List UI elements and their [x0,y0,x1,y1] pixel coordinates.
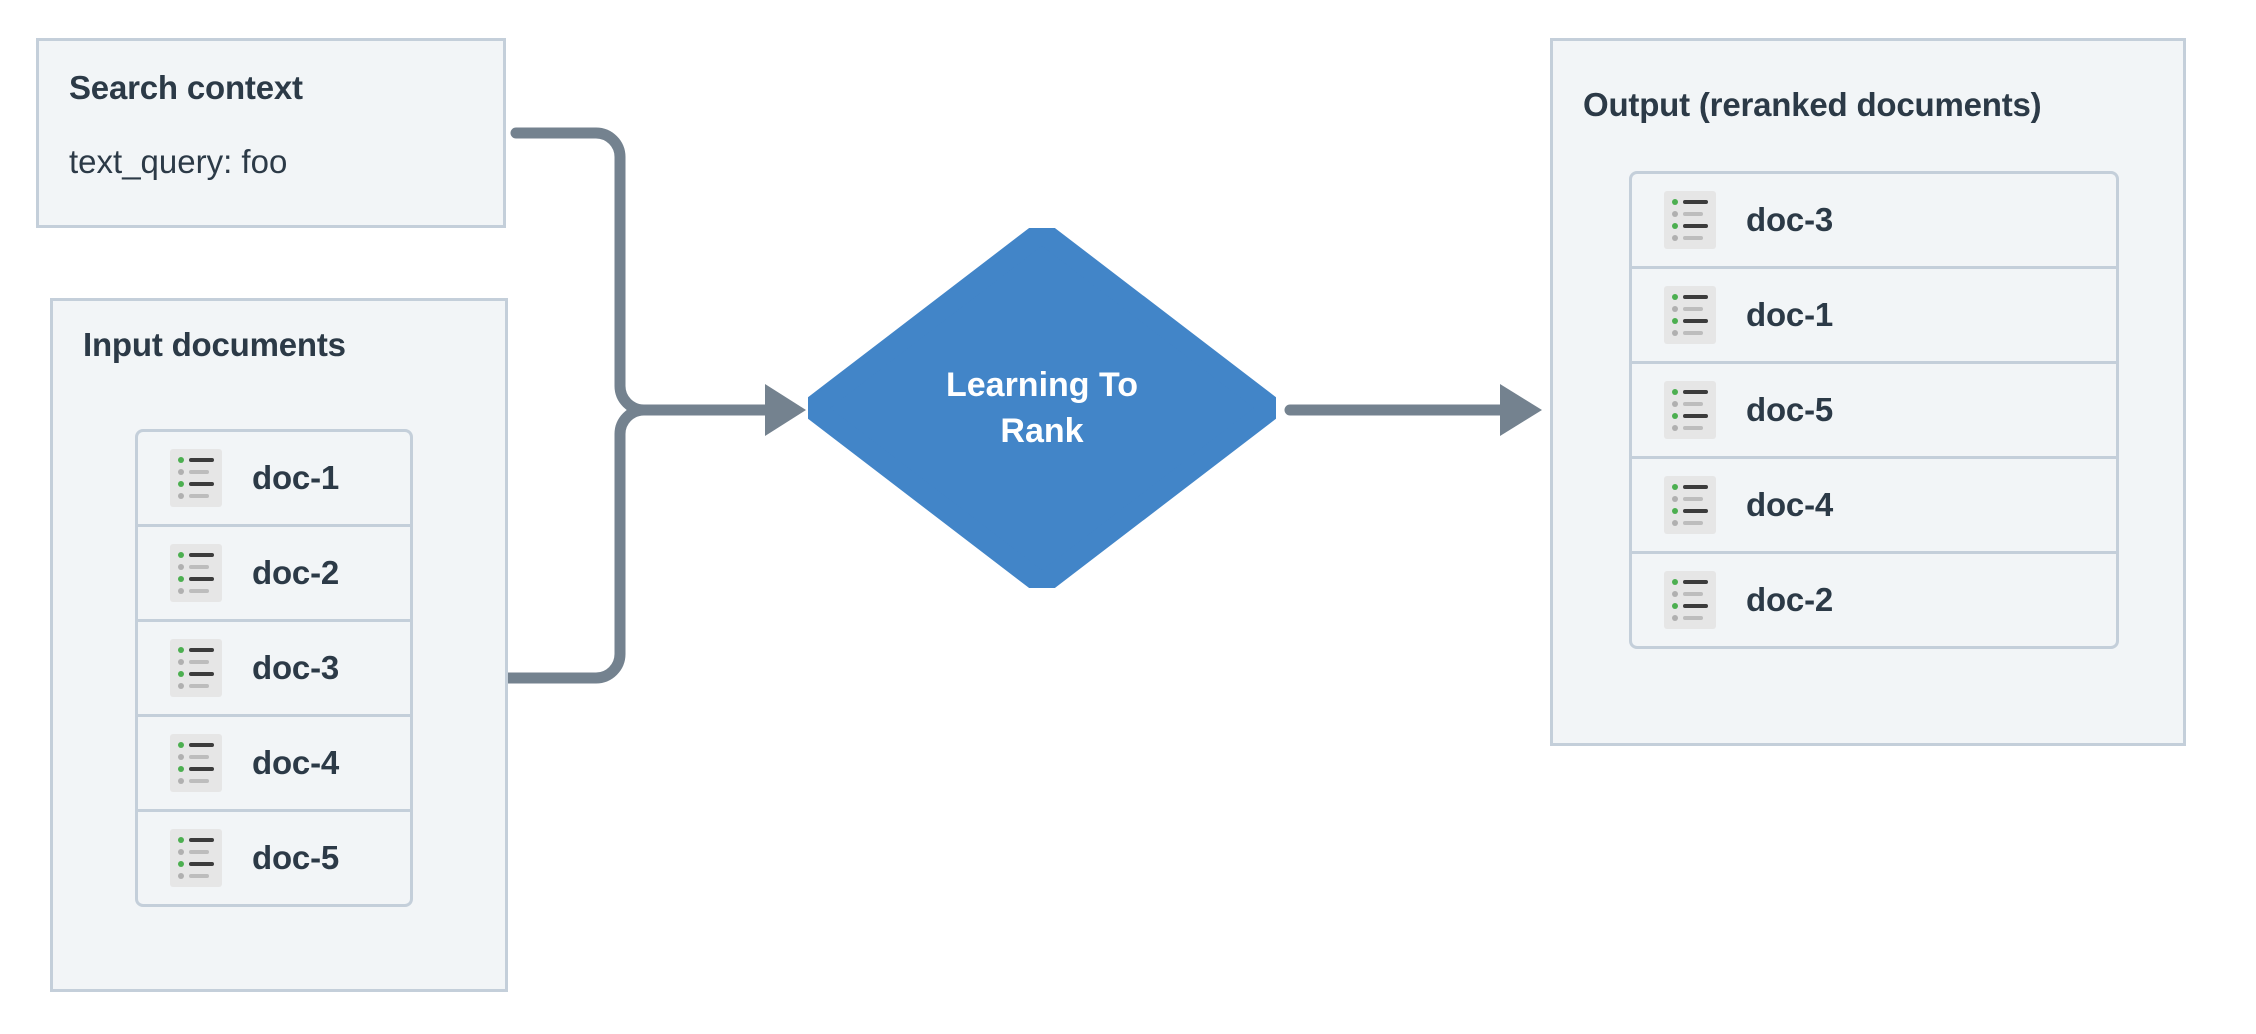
document-list-icon [170,544,222,602]
list-item-label: doc-4 [1746,486,1834,523]
list-item[interactable]: doc-3 [1629,171,2119,269]
input-documents-list: doc-1 doc-2 doc-3 [135,429,413,907]
document-list-icon [1664,286,1716,344]
list-item[interactable]: doc-1 [1629,266,2119,364]
search-context-panel: Search context text_query: foo [36,38,506,228]
learning-to-rank-node[interactable]: Learning To Rank [808,228,1276,588]
document-list-icon [1664,571,1716,629]
document-list-icon [1664,381,1716,439]
input-documents-panel: Input documents doc-1 doc-2 [50,298,508,992]
connector-arrowhead-into-ltr [765,384,806,436]
list-item-label: doc-3 [252,649,340,686]
list-item-label: doc-4 [252,744,340,781]
document-list-icon [170,829,222,887]
document-list-icon [170,639,222,697]
connector-arrowhead-into-output [1500,384,1542,436]
output-title: Output (reranked documents) [1583,86,2042,123]
search-context-title: Search context [69,69,303,106]
connector-search-context-to-ltr [510,127,650,416]
list-item[interactable]: doc-2 [135,524,413,622]
connector-input-documents-to-ltr [502,404,650,684]
document-list-icon [170,734,222,792]
output-panel: Output (reranked documents) doc-3 [1550,38,2186,746]
list-item[interactable]: doc-4 [1629,456,2119,554]
list-item[interactable]: doc-3 [135,619,413,717]
input-documents-title: Input documents [83,326,346,363]
list-item-label: doc-1 [1746,296,1834,333]
diamond-shape [808,228,1276,588]
list-item[interactable]: doc-4 [135,714,413,812]
document-list-icon [1664,191,1716,249]
document-list-icon [1664,476,1716,534]
list-item-label: doc-1 [252,459,340,496]
document-list-icon [170,449,222,507]
search-context-query: text_query: foo [69,143,288,180]
list-item-label: doc-2 [252,554,340,591]
list-item-label: doc-5 [1746,391,1834,428]
list-item[interactable]: doc-5 [1629,361,2119,459]
list-item-label: doc-2 [1746,581,1834,618]
list-item[interactable]: doc-1 [135,429,413,527]
output-documents-list: doc-3 doc-1 doc-5 [1629,171,2119,649]
list-item[interactable]: doc-5 [135,809,413,907]
list-item-label: doc-3 [1746,201,1834,238]
list-item-label: doc-5 [252,839,340,876]
list-item[interactable]: doc-2 [1629,551,2119,649]
